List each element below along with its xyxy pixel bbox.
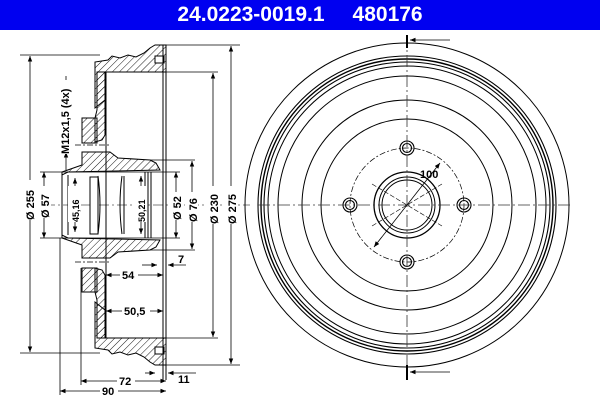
- title-bar: 24.0223-0019.1 480176: [0, 0, 600, 30]
- dim-72: 72: [119, 376, 131, 388]
- dim-90: 90: [102, 386, 114, 398]
- bolt-circle-label: 100: [420, 169, 438, 181]
- part-number: 24.0223-0019.1: [177, 3, 325, 26]
- dim-d57: Ø 57: [40, 194, 52, 218]
- front-view: [244, 35, 570, 380]
- dim-d275: Ø 275: [227, 194, 239, 224]
- reference-number: 480176: [352, 3, 423, 26]
- dim-50-21: 50,21: [137, 199, 147, 222]
- side-section-view: [20, 44, 250, 395]
- dim-45-16: 45,16: [71, 199, 81, 222]
- dim-d52: Ø 52: [172, 196, 184, 220]
- dim-d76: Ø 76: [188, 198, 200, 222]
- dim-d255: Ø 255: [25, 190, 37, 220]
- dim-11: 11: [178, 374, 190, 386]
- side-view-labels: Ø 255 Ø 57 M12x1,5 (4x) 45,16 50,21 Ø 52…: [22, 80, 239, 398]
- dim-d230: Ø 230: [209, 194, 221, 224]
- dim-50-5: 50,5: [124, 306, 145, 318]
- dim-thread: M12x1,5 (4x): [60, 88, 72, 154]
- dim-54: 54: [122, 270, 135, 282]
- dim-7: 7: [178, 254, 184, 266]
